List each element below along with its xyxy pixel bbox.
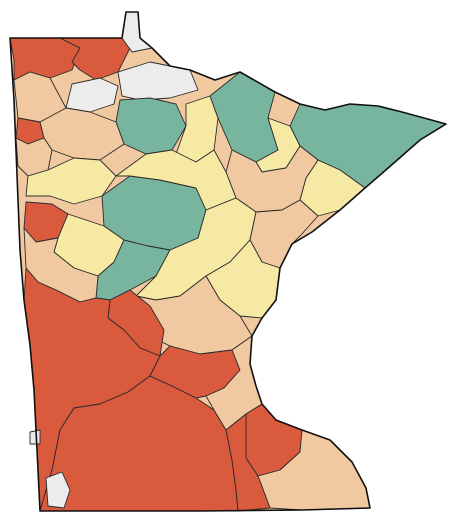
sw-gray-lake: [45, 471, 71, 509]
southeast-red-2: [225, 413, 271, 512]
west-peach-b: [15, 137, 53, 177]
center-yellow-north: [115, 149, 237, 211]
central-peach-south: [135, 275, 253, 355]
state-outline: [9, 11, 447, 512]
west-yellow-a: [25, 157, 117, 205]
north-central-gray: [117, 61, 199, 101]
west-gray-dot: [29, 429, 41, 445]
